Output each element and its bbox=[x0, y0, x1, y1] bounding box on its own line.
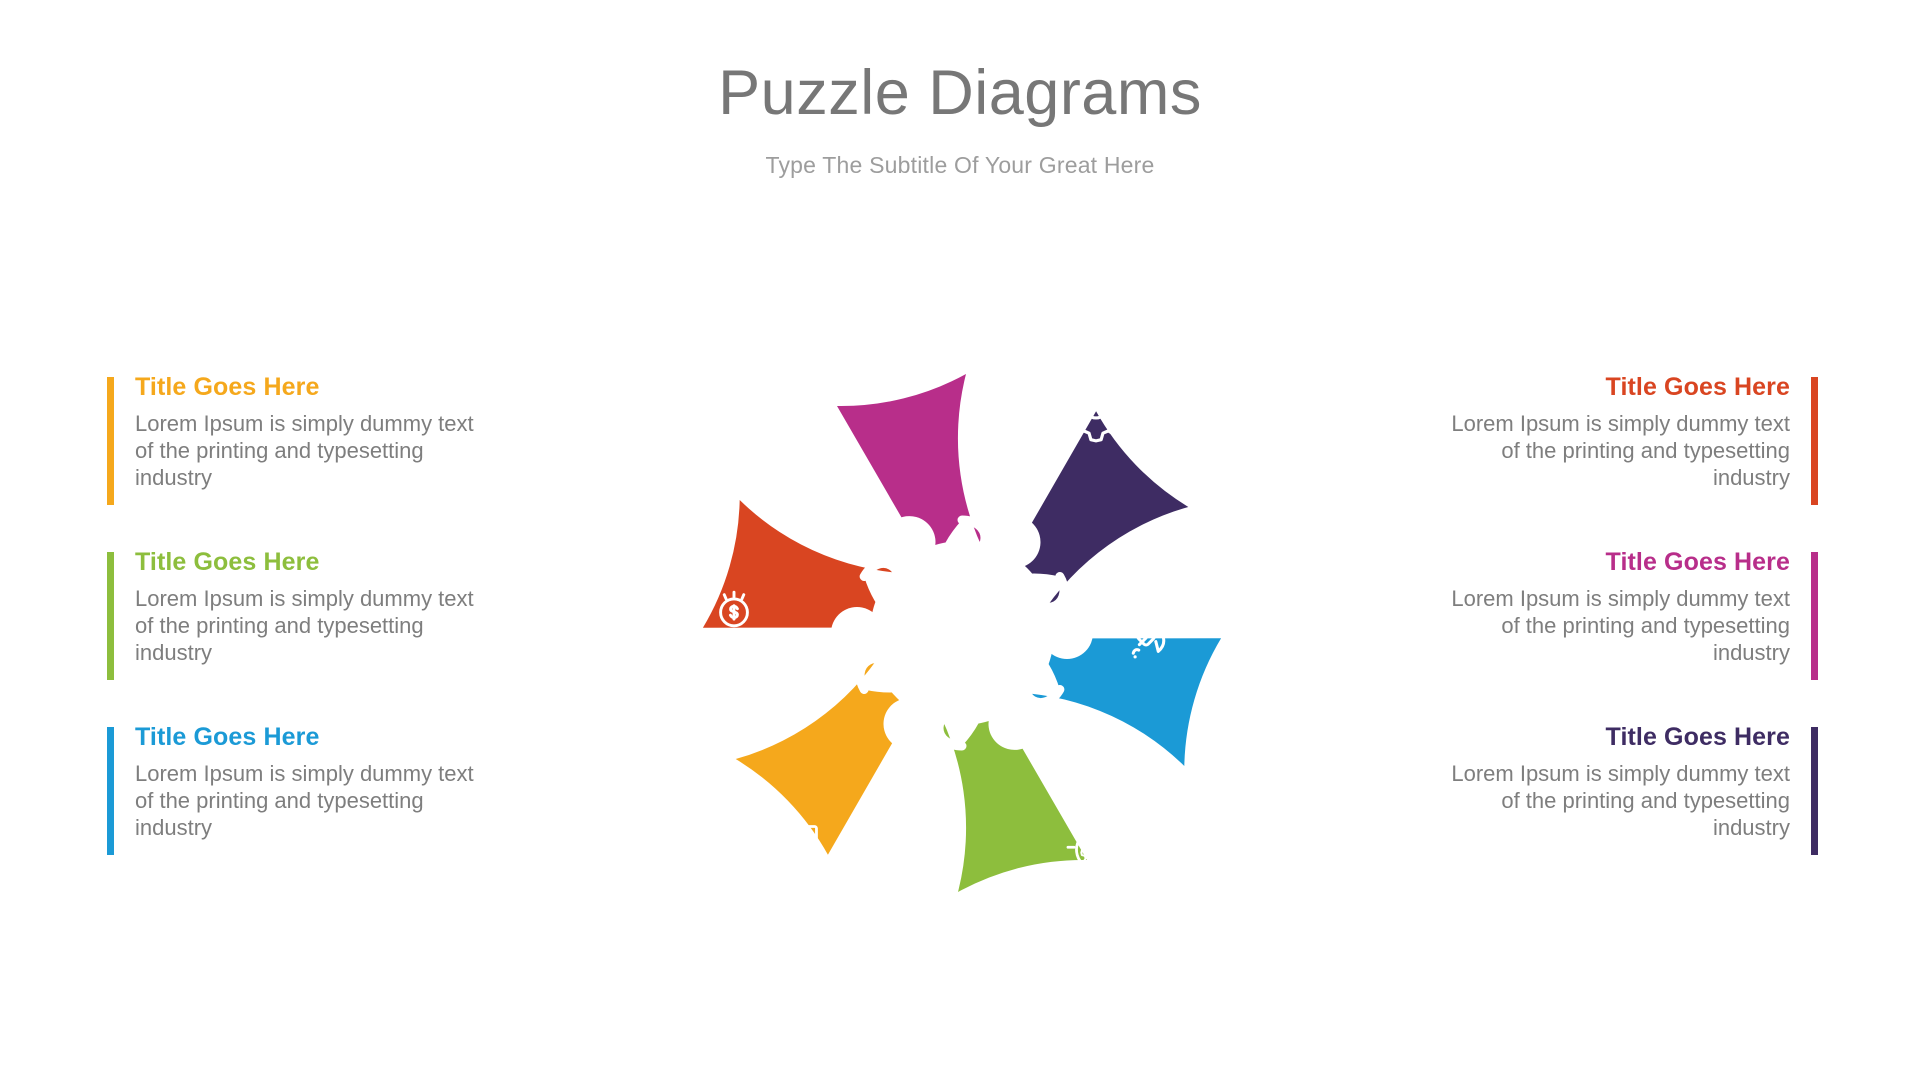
puzzle-wheel-svg bbox=[675, 374, 1249, 892]
page-subtitle: Type The Subtitle Of Your Great Here bbox=[765, 152, 1155, 179]
left-item-1[interactable]: Title Goes Here Lorem Ipsum is simply du… bbox=[107, 372, 477, 547]
right-item-2-description: Lorem Ipsum is simply dummy text of the … bbox=[1451, 586, 1790, 665]
right-item-3-body: Title Goes Here Lorem Ipsum is simply du… bbox=[1448, 722, 1818, 842]
page-title: Puzzle Diagrams bbox=[718, 58, 1202, 128]
puzzle-piece-top-left[interactable] bbox=[722, 636, 972, 871]
left-item-3-title: Title Goes Here bbox=[135, 723, 320, 751]
left-item-2-accent-bar bbox=[107, 552, 114, 680]
right-item-3-title: Title Goes Here bbox=[1605, 723, 1790, 751]
puzzle-center-hole bbox=[831, 516, 1093, 750]
right-item-1-title: Title Goes Here bbox=[1605, 373, 1790, 401]
right-item-2-body: Title Goes Here Lorem Ipsum is simply du… bbox=[1448, 547, 1818, 667]
puzzle-piece-right[interactable] bbox=[837, 374, 994, 572]
left-item-1-accent-bar bbox=[107, 377, 114, 505]
right-item-2[interactable]: Title Goes Here Lorem Ipsum is simply du… bbox=[1448, 547, 1818, 722]
right-item-1-description: Lorem Ipsum is simply dummy text of the … bbox=[1451, 411, 1790, 490]
right-item-3-accent-bar bbox=[1811, 727, 1818, 855]
puzzle-piece-left[interactable] bbox=[930, 694, 1087, 892]
left-item-1-description: Lorem Ipsum is simply dummy text of the … bbox=[135, 411, 474, 490]
slide-header: Puzzle Diagrams Type The Subtitle Of You… bbox=[0, 60, 1920, 179]
left-item-1-title: Title Goes Here bbox=[135, 373, 320, 401]
left-item-3-accent-bar bbox=[107, 727, 114, 855]
left-item-1-body: Title Goes Here Lorem Ipsum is simply du… bbox=[107, 372, 477, 492]
puzzle-piece-bottom-right[interactable] bbox=[952, 395, 1202, 630]
left-item-2-description: Lorem Ipsum is simply dummy text of the … bbox=[135, 586, 474, 665]
right-item-1-accent-bar bbox=[1811, 377, 1818, 505]
right-text-column: Title Goes Here Lorem Ipsum is simply du… bbox=[1448, 372, 1818, 897]
right-item-2-title: Title Goes Here bbox=[1605, 548, 1790, 576]
left-item-2-title: Title Goes Here bbox=[135, 548, 320, 576]
left-item-3-body: Title Goes Here Lorem Ipsum is simply du… bbox=[107, 722, 477, 842]
right-item-3[interactable]: Title Goes Here Lorem Ipsum is simply du… bbox=[1448, 722, 1818, 897]
right-item-3-description: Lorem Ipsum is simply dummy text of the … bbox=[1451, 761, 1790, 840]
puzzle-wheel bbox=[675, 374, 1249, 892]
left-text-column: Title Goes Here Lorem Ipsum is simply du… bbox=[107, 372, 477, 897]
left-item-3-description: Lorem Ipsum is simply dummy text of the … bbox=[135, 761, 474, 840]
left-item-2[interactable]: Title Goes Here Lorem Ipsum is simply du… bbox=[107, 547, 477, 722]
puzzle-wheel-diagram bbox=[617, 288, 1307, 978]
right-item-1-body: Title Goes Here Lorem Ipsum is simply du… bbox=[1448, 372, 1818, 492]
puzzle-piece-top-right[interactable] bbox=[675, 476, 925, 711]
right-item-2-accent-bar bbox=[1811, 552, 1818, 680]
puzzle-piece-bottom-left[interactable] bbox=[999, 555, 1249, 790]
right-item-1[interactable]: Title Goes Here Lorem Ipsum is simply du… bbox=[1448, 372, 1818, 547]
left-item-3[interactable]: Title Goes Here Lorem Ipsum is simply du… bbox=[107, 722, 477, 897]
left-item-2-body: Title Goes Here Lorem Ipsum is simply du… bbox=[107, 547, 477, 667]
